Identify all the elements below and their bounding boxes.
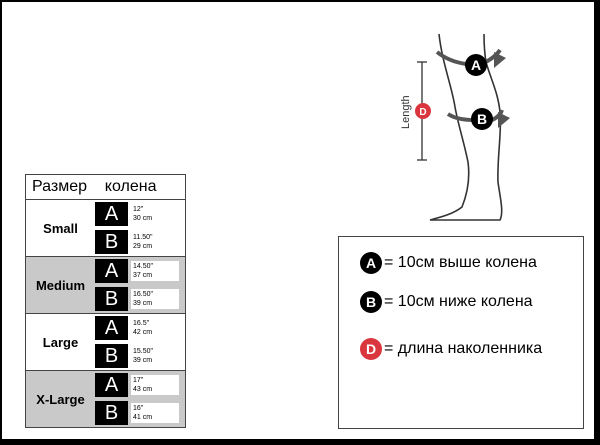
value-inches: 15.50": [133, 348, 154, 355]
badge-d: D: [360, 338, 382, 360]
legend-item-d: D = длина наколенника: [360, 338, 542, 360]
badge-a: A: [360, 252, 382, 274]
value-inches: 16.5": [133, 320, 150, 327]
size-name: Medium: [35, 277, 86, 293]
measure-a: A 17" 43 cm: [95, 371, 185, 399]
size-measurements: A 16.5" 42 cm B 15.50" 39 cm: [95, 314, 185, 370]
value-cm: 41 cm: [133, 414, 153, 421]
arrowhead-b-right: [498, 112, 510, 128]
letter-b-box: B: [95, 230, 128, 254]
size-name: Large: [42, 334, 79, 350]
legend-item-b: B = 10см ниже колена: [360, 291, 533, 313]
measure-a: A 14.50" 37 cm: [95, 257, 185, 285]
table-header: Размер колена: [26, 175, 185, 200]
value-cm: 39 cm: [133, 300, 153, 307]
measure-b: B 16" 41 cm: [95, 399, 185, 427]
marker-a-label: A: [471, 57, 481, 73]
marker-d-label: D: [419, 107, 426, 118]
legend-box: A = 10см выше колена B = 10см ниже колен…: [338, 236, 584, 429]
value-inches: 11.50": [133, 234, 153, 241]
measure-values: 15.50" 39 cm: [131, 346, 179, 366]
measure-b: B 16.50" 39 cm: [95, 285, 185, 313]
marker-b-label: B: [477, 111, 487, 127]
measure-b: B 11.50" 29 cm: [95, 228, 185, 256]
value-cm: 29 cm: [133, 243, 153, 250]
size-row-medium: Medium A 14.50" 37 cm B 16.50" 39 cm: [26, 257, 185, 314]
arrow-b-left: [446, 112, 475, 122]
marker-d: [415, 103, 431, 119]
measure-values: 16.5" 42 cm: [131, 318, 179, 338]
value-inches: 16.50": [133, 291, 154, 298]
measure-a: A 16.5" 42 cm: [95, 314, 185, 342]
letter-b-box: B: [95, 344, 128, 368]
measure-values: 11.50" 29 cm: [131, 232, 179, 252]
marker-b: [471, 108, 493, 130]
measure-values: 12" 30 cm: [131, 204, 179, 224]
value-inches: 16": [133, 405, 144, 412]
value-inches: 17": [133, 377, 144, 384]
letter-a-box: A: [95, 202, 128, 226]
legend-text-b: = 10см ниже колена: [384, 293, 533, 310]
value-cm: 39 cm: [133, 357, 153, 364]
value-cm: 42 cm: [133, 329, 153, 336]
badge-b: B: [360, 291, 382, 313]
measure-values: 16" 41 cm: [131, 403, 179, 423]
page-frame: Размер колена Small A 12" 30 cm B 11.50"…: [2, 2, 594, 439]
arrowhead-a-right: [494, 52, 506, 68]
letter-b-box: B: [95, 287, 128, 311]
letter-a-box: A: [95, 259, 128, 283]
measure-values: 17" 43 cm: [131, 375, 179, 395]
value-inches: 12": [133, 206, 144, 213]
size-name: Small: [43, 220, 78, 236]
measure-a: A 12" 30 cm: [95, 200, 185, 228]
marker-a: [465, 54, 487, 76]
length-label: Length: [400, 95, 412, 129]
size-table: Размер колена Small A 12" 30 cm B 11.50"…: [25, 174, 186, 428]
legend-item-a: A = 10см выше колена: [360, 252, 537, 274]
measure-b: B 15.50" 39 cm: [95, 342, 185, 370]
legend-text-a: = 10см выше колена: [384, 254, 537, 271]
leg-diagram: Length A B D: [382, 32, 532, 227]
legend-text-d: = длина наколенника: [384, 340, 543, 357]
value-cm: 30 cm: [133, 215, 153, 222]
letter-a-box: A: [95, 373, 128, 397]
value-cm: 37 cm: [133, 272, 153, 279]
size-row-large: Large A 16.5" 42 cm B 15.50" 39 cm: [26, 314, 185, 371]
value-cm: 43 cm: [133, 386, 153, 393]
letter-b-box: B: [95, 401, 128, 425]
size-name: X-Large: [36, 391, 85, 407]
size-measurements: A 12" 30 cm B 11.50" 29 cm: [95, 200, 185, 256]
measure-values: 14.50" 37 cm: [131, 261, 179, 281]
letter-a-box: A: [95, 316, 128, 340]
value-inches: 14.50": [133, 263, 154, 270]
measure-values: 16.50" 39 cm: [131, 289, 179, 309]
size-row-x-large: X-Large A 17" 43 cm B 16" 41 cm: [26, 371, 185, 427]
size-row-small: Small A 12" 30 cm B 11.50" 29 cm: [26, 200, 185, 257]
size-measurements: A 14.50" 37 cm B 16.50" 39 cm: [95, 257, 185, 313]
size-measurements: A 17" 43 cm B 16" 41 cm: [95, 371, 185, 427]
leg-illustration: Length A B D: [400, 33, 510, 221]
arrow-a-left: [435, 50, 467, 66]
